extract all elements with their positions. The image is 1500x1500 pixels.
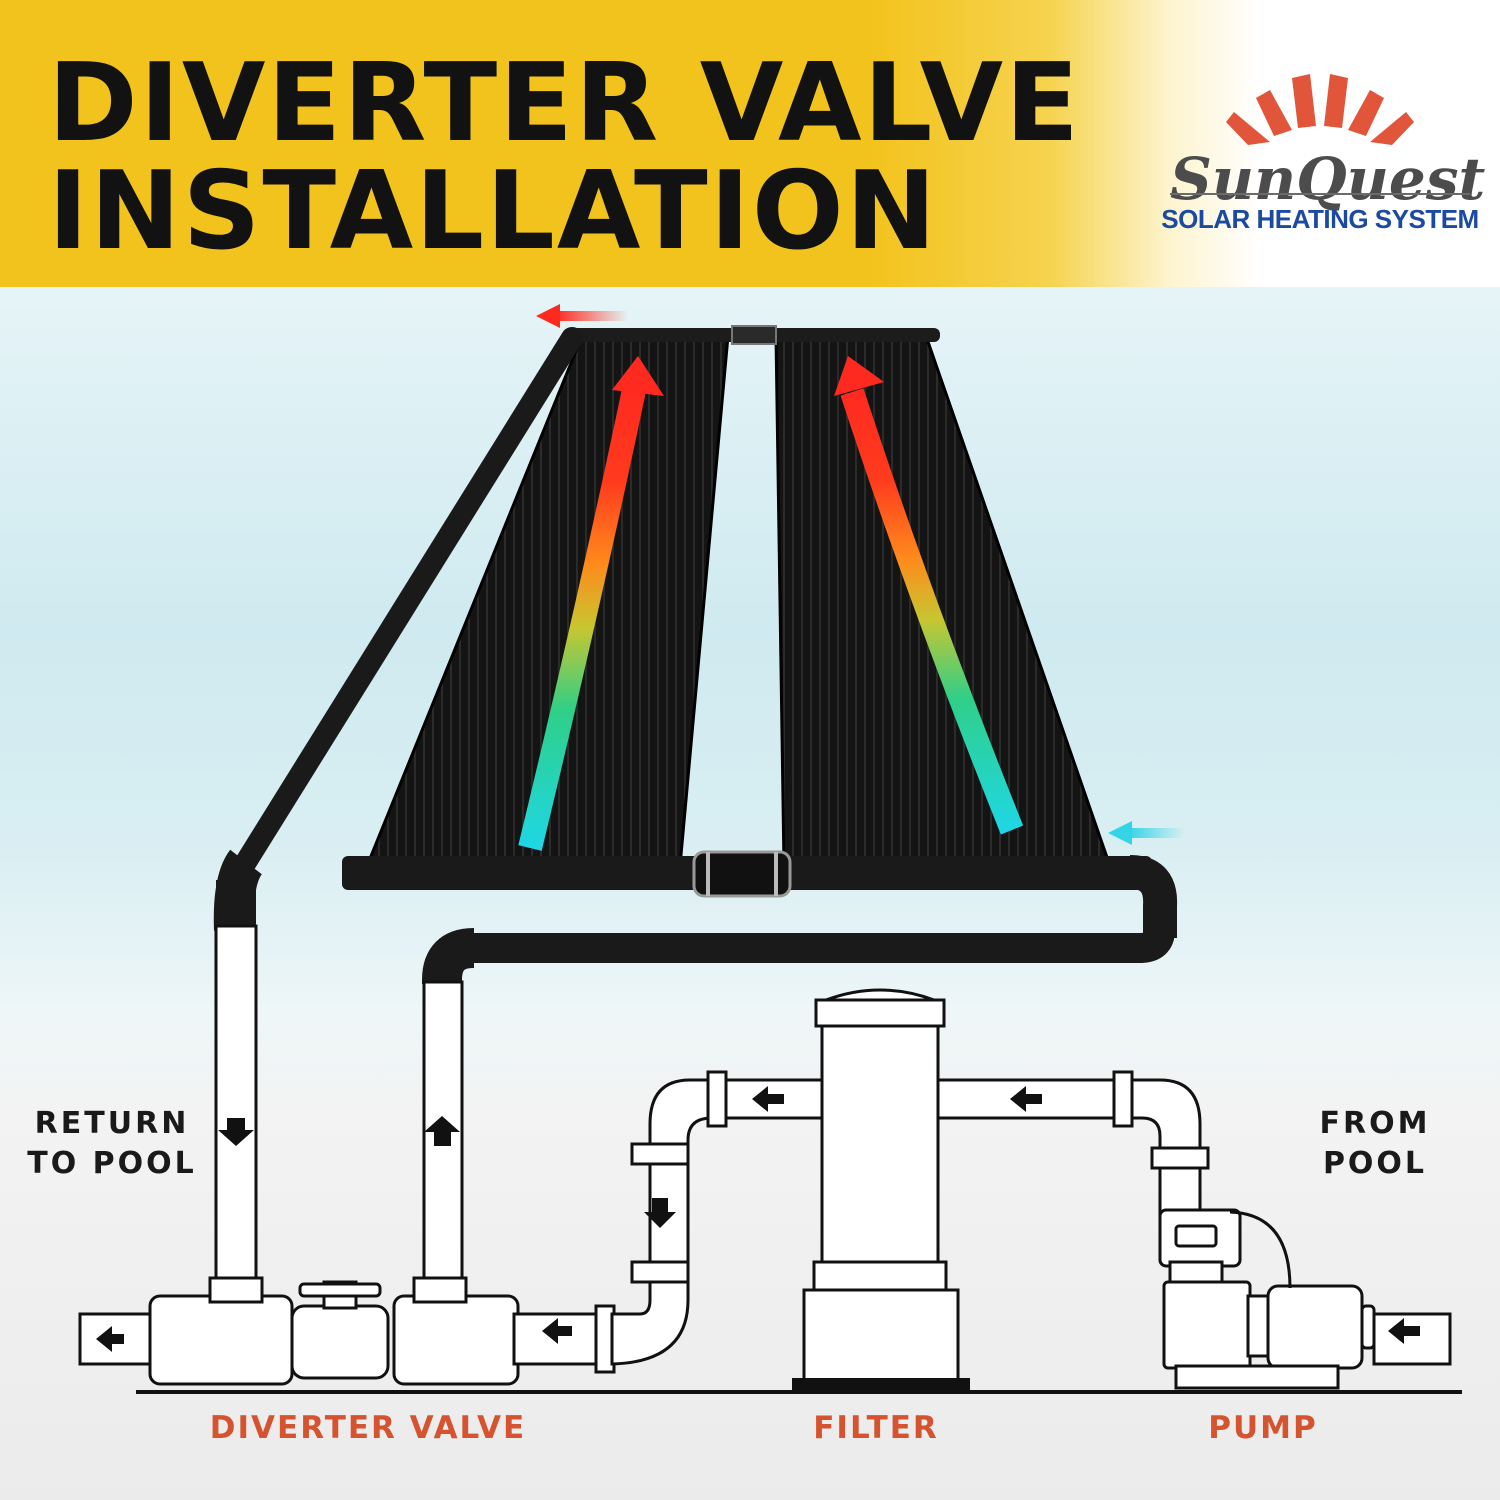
return-pipe <box>213 327 583 931</box>
arrow-left-icon <box>752 1086 784 1112</box>
sunquest-logo: SunQuest SOLAR HEATING SYSTEM <box>1160 50 1486 250</box>
arrow-up-icon <box>424 1116 460 1146</box>
sun-rays-icon <box>1226 74 1414 145</box>
arrow-left-icon <box>542 1318 572 1344</box>
hot-outlet-arrow <box>536 304 628 328</box>
arrow-left-icon <box>1010 1086 1042 1112</box>
page-title-line-2: INSTALLATION <box>48 149 939 274</box>
arrow-down-icon <box>644 1198 676 1228</box>
hot-flow-arrow-right <box>834 356 1024 835</box>
diverter-valve-label: DIVERTER VALVE <box>209 1410 527 1446</box>
cold-inlet-arrow <box>1108 821 1184 845</box>
solar-panel-right <box>774 334 1113 868</box>
filter-base <box>792 1378 970 1390</box>
arrow-left-icon <box>96 1326 124 1352</box>
return-tee <box>148 1294 294 1386</box>
supply-pipe <box>422 855 1178 984</box>
logo-tagline: SOLAR HEATING SYSTEM <box>1161 204 1479 234</box>
header-banner: DIVERTER VALVE INSTALLATION SunQuest SOL… <box>0 0 1500 287</box>
page-title-line-1: DIVERTER VALVE <box>48 41 1081 166</box>
logo-brand-name: SunQuest <box>1170 145 1486 213</box>
diverter-valve-body <box>290 1304 390 1380</box>
filter-label: FILTER <box>813 1410 939 1446</box>
return-to-pool-label: RETURN TO POOL <box>27 1106 197 1181</box>
pump-housing <box>1162 1280 1252 1370</box>
hot-flow-arrow-left <box>518 356 664 851</box>
outflow-pipe <box>78 1312 162 1366</box>
supply-tee <box>392 1294 520 1386</box>
logo-divider <box>1170 193 1470 195</box>
bottom-header-pipe <box>342 850 1152 898</box>
top-header-pipe <box>564 325 940 345</box>
pump-label: PUMP <box>1208 1410 1318 1446</box>
filter-body <box>820 1018 940 1272</box>
from-pool-label: FROM POOL <box>1319 1106 1431 1181</box>
arrow-left-icon <box>1388 1318 1420 1344</box>
arrow-down-icon <box>218 1118 254 1146</box>
pump-motor <box>1266 1284 1364 1370</box>
vertical-return-pipe <box>214 924 258 1284</box>
